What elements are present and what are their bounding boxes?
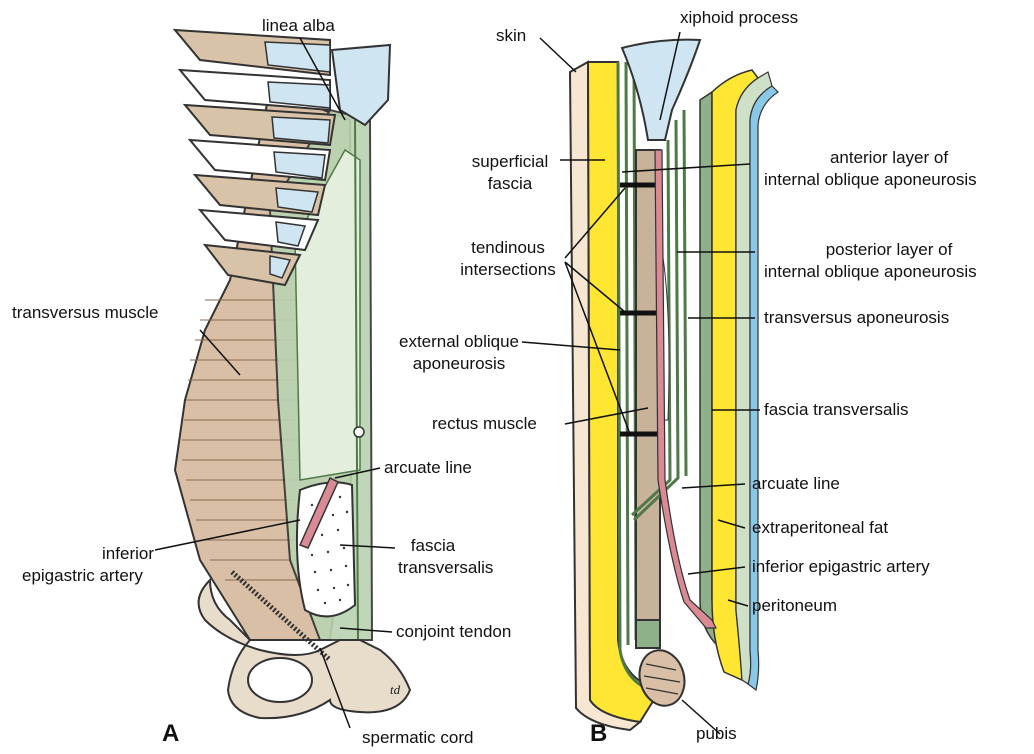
label-skin: skin bbox=[496, 26, 526, 46]
label-posterior-line1: posterior layer of bbox=[764, 240, 1014, 260]
artist-signature: td bbox=[390, 682, 400, 698]
label-tendinous-line1: tendinous bbox=[448, 238, 568, 258]
label-fascia-a-line1: fascia bbox=[398, 536, 468, 556]
label-transversus-aponeurosis: transversus aponeurosis bbox=[764, 308, 949, 328]
umbilicus bbox=[354, 427, 364, 437]
label-inferior-epigastric-b: inferior epigastric artery bbox=[752, 557, 930, 577]
panel-a-drawing bbox=[155, 30, 410, 728]
label-rectus-muscle: rectus muscle bbox=[432, 414, 537, 434]
label-xiphoid-process: xiphoid process bbox=[680, 8, 798, 28]
label-anterior-line2: internal oblique aponeurosis bbox=[764, 170, 977, 190]
panel-label-a: A bbox=[162, 720, 179, 748]
label-tendinous-line2: intersections bbox=[448, 260, 568, 280]
label-transversus-muscle: transversus muscle bbox=[12, 303, 158, 323]
label-inferior-a-line1: inferior bbox=[40, 544, 154, 564]
label-linea-alba: linea alba bbox=[262, 16, 335, 36]
label-fascia-a-line2: transversalis bbox=[398, 558, 493, 578]
label-anterior-line1: anterior layer of bbox=[764, 148, 1014, 168]
label-posterior-line2: internal oblique aponeurosis bbox=[764, 262, 977, 282]
label-peritoneum: peritoneum bbox=[752, 596, 837, 616]
label-fascia-transversalis-b: fascia transversalis bbox=[764, 400, 909, 420]
label-external-line2: aponeurosis bbox=[394, 354, 524, 374]
label-spermatic-cord: spermatic cord bbox=[362, 728, 473, 748]
label-arcuate-line-b: arcuate line bbox=[752, 474, 840, 494]
label-pubis: pubis bbox=[696, 724, 737, 744]
label-superficial-line2: fascia bbox=[460, 174, 560, 194]
label-conjoint-tendon: conjoint tendon bbox=[396, 622, 511, 642]
label-inferior-a-line2: epigastric artery bbox=[22, 566, 143, 586]
label-superficial-line1: superficial bbox=[460, 152, 560, 172]
label-extraperitoneal-fat: extraperitoneal fat bbox=[752, 518, 888, 538]
panel-label-b: B bbox=[590, 720, 607, 748]
obturator-foramen bbox=[248, 658, 312, 702]
label-external-line1: external oblique bbox=[394, 332, 524, 352]
label-arcuate-line-a: arcuate line bbox=[384, 458, 472, 478]
rectus-lower-sheath bbox=[636, 620, 660, 648]
panel-b-drawing bbox=[522, 32, 778, 734]
